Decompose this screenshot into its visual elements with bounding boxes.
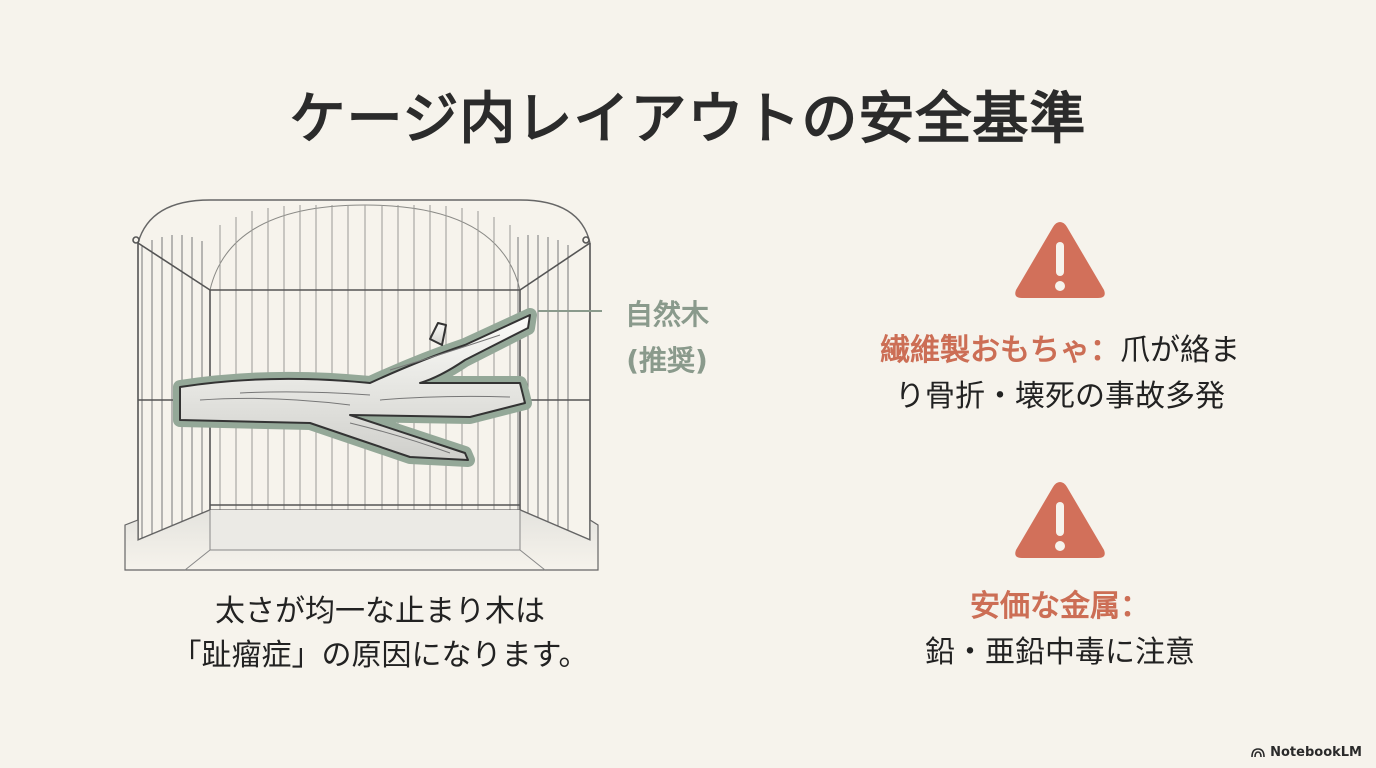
warning-detail-line-2: り骨折・壊死の事故多発 <box>895 379 1225 414</box>
caption-line-1: 太さが均一な止まり木は <box>215 594 545 629</box>
brand-label: NotebookLM <box>1270 745 1362 760</box>
warning-label: 繊維製おもちゃ： <box>880 333 1120 368</box>
cage-illustration <box>120 195 610 580</box>
warning-text: 安価な金属： 鉛・亜鉛中毒に注意 <box>840 584 1280 676</box>
notebooklm-branding: NotebookLM <box>1251 745 1362 760</box>
warning-detail-line-2: 鉛・亜鉛中毒に注意 <box>925 635 1195 670</box>
warning-fiber-toys: 繊維製おもちゃ：爪が絡ま り骨折・壊死の事故多発 <box>840 218 1280 420</box>
warning-detail-line-1: 爪が絡ま <box>1120 333 1240 368</box>
bird-cage-icon <box>124 199 602 571</box>
natural-wood-callout: 自然木 (推奨) <box>612 292 722 384</box>
perch-caption: 太さが均一な止まり木は 「趾瘤症」の原因になります。 <box>130 590 630 678</box>
warning-triangle-icon <box>1015 222 1105 298</box>
warning-text: 繊維製おもちゃ：爪が絡ま り骨折・壊死の事故多発 <box>840 328 1280 420</box>
notebooklm-logo-icon <box>1251 748 1265 758</box>
caption-line-2: 「趾瘤症」の原因になります。 <box>171 638 589 673</box>
warning-cheap-metal: 安価な金属： 鉛・亜鉛中毒に注意 <box>840 478 1280 676</box>
warning-label: 安価な金属： <box>970 589 1150 624</box>
callout-sublabel: (推奨) <box>626 344 708 377</box>
callout-label: 自然木 <box>624 298 709 331</box>
slide-title: ケージ内レイアウトの安全基準 <box>289 87 1087 152</box>
warning-triangle-icon <box>1015 482 1105 558</box>
